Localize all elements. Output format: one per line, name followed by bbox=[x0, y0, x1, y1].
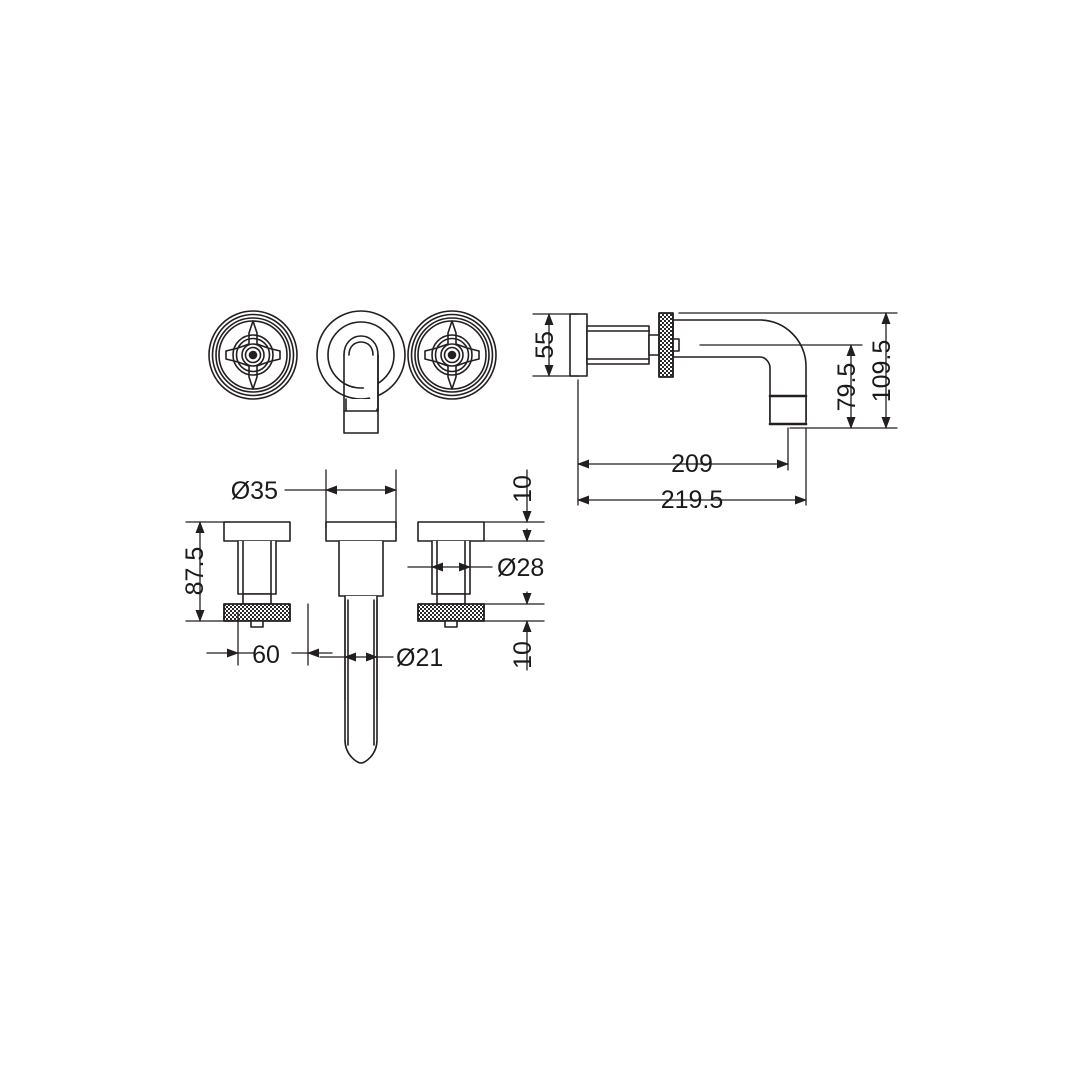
wall-flange bbox=[569, 313, 588, 377]
center-spout-plate bbox=[316, 310, 406, 434]
left-knurled-ring bbox=[223, 603, 291, 622]
dim-219-5-label: 219.5 bbox=[661, 486, 724, 514]
dim-79-5-label: 79.5 bbox=[833, 363, 861, 412]
left-cross-handle bbox=[208, 310, 298, 400]
dim-10-bottom-label: 10 bbox=[509, 641, 537, 669]
dim-87-5-label: 87.5 bbox=[181, 547, 209, 596]
right-knurled-ring bbox=[417, 603, 485, 622]
center-spout-shank bbox=[325, 521, 397, 764]
side-view-dimensions bbox=[532, 312, 898, 506]
dim-109-5-label: 109.5 bbox=[868, 340, 896, 403]
dimension-labels: 55 79.5 109.5 209 219.5 87.5 Ø35 Ø28 Ø21… bbox=[181, 331, 896, 672]
dim-60-label: 60 bbox=[252, 641, 280, 669]
dim-209-label: 209 bbox=[671, 450, 713, 478]
knurled-collar bbox=[658, 312, 674, 378]
dim-d21-label: Ø21 bbox=[396, 644, 443, 672]
left-valve bbox=[223, 521, 291, 628]
valve-body bbox=[586, 325, 650, 365]
dim-55-label: 55 bbox=[531, 331, 559, 359]
bottom-view-dimensions bbox=[185, 469, 545, 701]
dim-d28-label: Ø28 bbox=[497, 554, 544, 582]
spout-side-section bbox=[569, 312, 808, 426]
dim-d35-label: Ø35 bbox=[231, 477, 278, 505]
right-cross-handle bbox=[407, 310, 497, 400]
spout-outlet bbox=[769, 395, 807, 425]
right-valve bbox=[417, 521, 485, 628]
dim-10-top-label: 10 bbox=[509, 475, 537, 503]
